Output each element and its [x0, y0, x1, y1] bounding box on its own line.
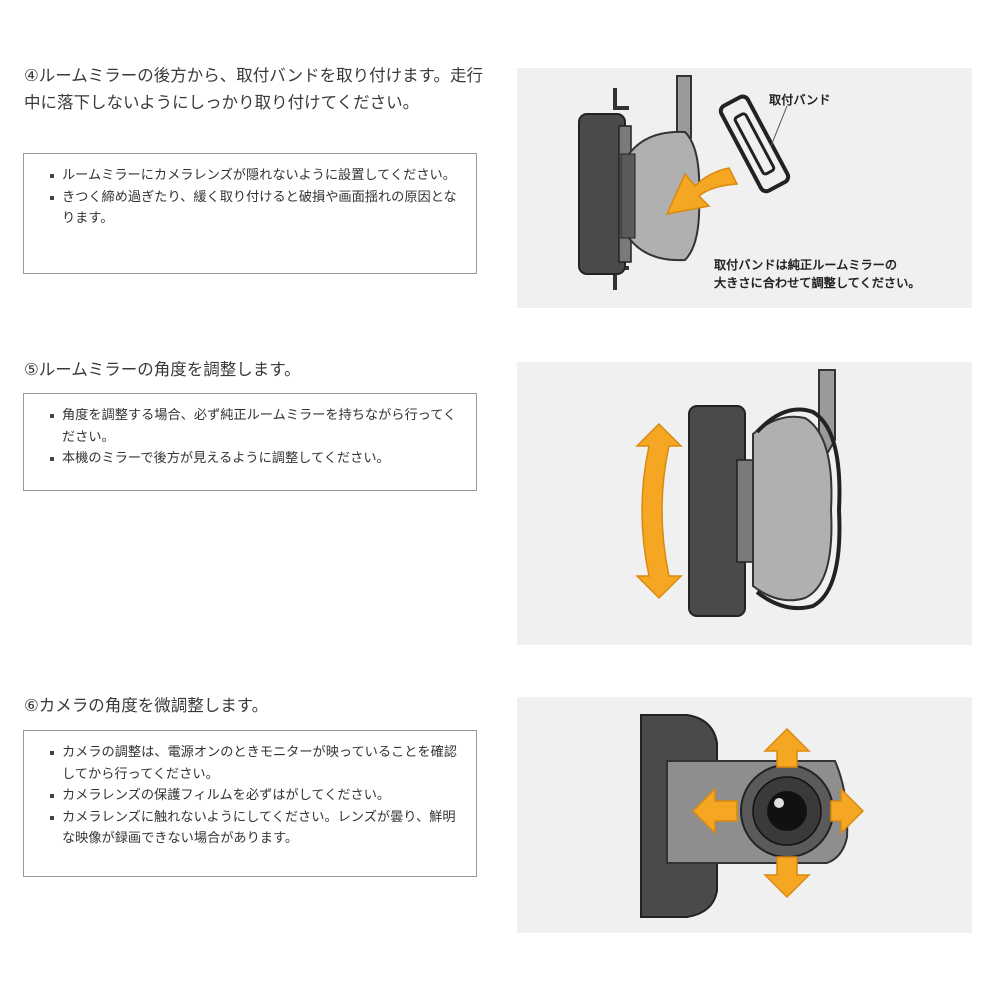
band-label: 取付バンド — [769, 92, 831, 107]
step4-illustration: 取付バンド 取付バンドは純正ルームミラーの 大きさに合わせて調整してください。 — [517, 68, 972, 308]
note-item: 角度を調整する場合、必ず純正ルームミラーを持ちながら行ってください。 — [50, 405, 458, 448]
note-item: きつく締め過ぎたり、緩く取り付けると破損や画面揺れの原因となります。 — [50, 187, 458, 230]
step5-illustration — [517, 362, 972, 645]
figure-caption-line2: 大きさに合わせて調整してください。 — [714, 275, 920, 290]
note-item: カメラレンズの保護フィルムを必ずはがしてください。 — [50, 785, 458, 807]
step6-illustration — [517, 697, 972, 933]
step6-notes-box: カメラの調整は、電源オンのときモニターが映っていることを確認してから行ってくださ… — [23, 730, 477, 877]
note-item: カメラの調整は、電源オンのときモニターが映っていることを確認してから行ってくださ… — [50, 742, 458, 785]
note-item: カメラレンズに触れないようにしてください。レンズが曇り、鮮明な映像が録画できない… — [50, 807, 458, 850]
arrow-curve-icon — [665, 167, 739, 216]
step5-notes-box: 角度を調整する場合、必ず純正ルームミラーを持ちながら行ってください。 本機のミラ… — [23, 393, 477, 491]
double-arrow-icon — [635, 422, 683, 600]
step4-title: ④ルームミラーの後方から、取付バンドを取り付けます。走行中に落下しないようにしっ… — [24, 66, 483, 112]
step6-title: ⑥カメラの角度を微調整します。 — [24, 696, 269, 715]
four-way-arrows-icon — [691, 727, 865, 899]
step5-title: ⑤ルームミラーの角度を調整します。 — [24, 360, 301, 379]
figure-caption-line1: 取付バンドは純正ルームミラーの — [714, 257, 897, 272]
mounting-band-icon — [718, 94, 791, 194]
note-item: ルームミラーにカメラレンズが隠れないように設置してください。 — [50, 165, 458, 187]
step4-notes-box: ルームミラーにカメラレンズが隠れないように設置してください。 きつく締め過ぎたり… — [23, 153, 477, 274]
note-item: 本機のミラーで後方が見えるように調整してください。 — [50, 448, 458, 470]
